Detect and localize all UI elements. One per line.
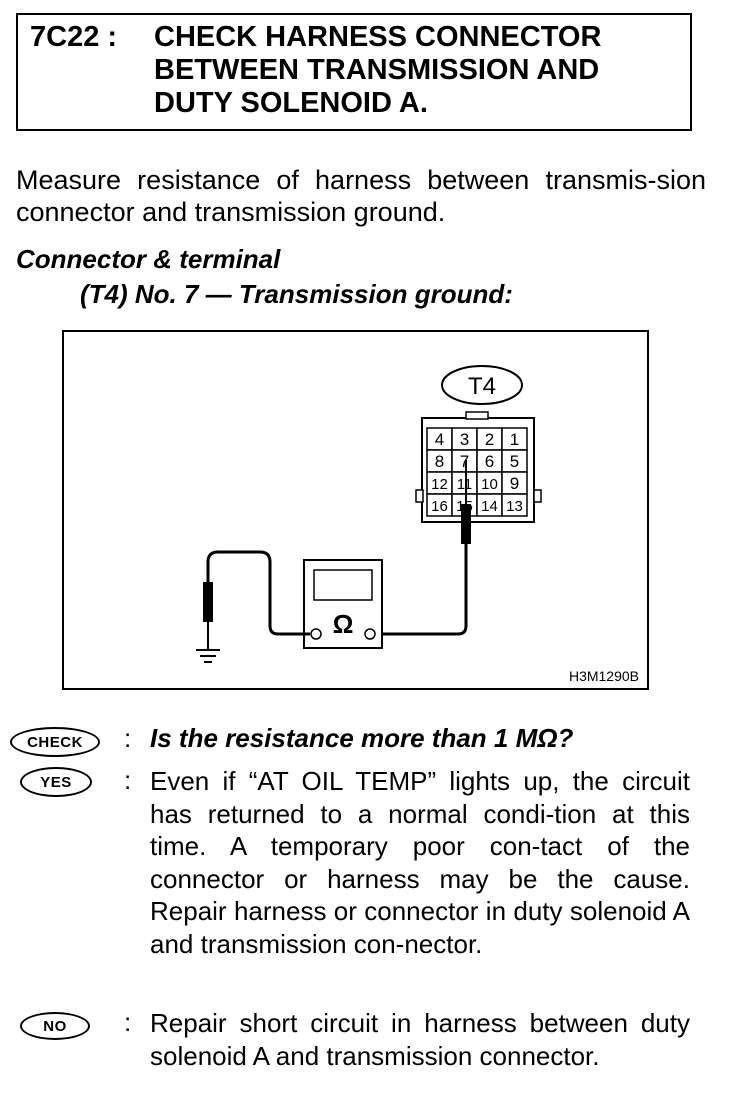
connector-side-tab-left [415,489,424,503]
yes-answer: Even if “AT OIL TEMP” lights up, the cir… [150,766,690,959]
probe-handle-left [203,582,213,622]
meter-terminal-left [310,628,322,640]
ohm-symbol: Ω [333,609,354,639]
terminal-number: 11 [457,476,473,493]
check-badge: CHECK [10,727,100,757]
check-colon: : [124,723,132,753]
probe-handle-right [461,504,471,544]
terminal-number: 13 [506,498,523,515]
terminal-number: 10 [481,476,498,493]
terminal-number: 5 [510,452,519,471]
terminal-number: 14 [481,498,498,515]
terminal-number: 16 [431,498,448,515]
terminal-number: 12 [431,476,448,493]
step-title: CHECK HARNESS CONNECTOR BETWEEN TRANSMIS… [154,21,601,120]
terminal-number: 9 [510,474,519,493]
terminal-grid: 43218765121110916151413 [426,427,528,517]
step-title-line: DUTY SOLENOID A. [154,87,428,119]
yes-badge: YES [20,767,92,797]
step-title-line: BETWEEN TRANSMISSION AND [154,54,600,86]
connector-heading: Connector & terminal [16,244,281,274]
figure-id: H3M1290B [568,668,639,684]
terminal-number: 3 [460,430,469,449]
terminal-number: 2 [485,430,494,449]
lead-wire-left [206,550,310,636]
terminal-number: 7 [460,452,469,471]
diagram-svg: T4 43218765121110916151413 Ω [196,365,542,663]
measurement-diagram: T4 43218765121110916151413 Ω H3M1290B [62,330,649,690]
terminal-number: 6 [485,452,494,471]
no-badge: NO [20,1012,90,1040]
connector-spec: (T4) No. 7 — Transmission ground: [80,279,513,309]
ohmmeter-display [313,569,373,601]
step-header-box: 7C22 : CHECK HARNESS CONNECTOR BETWEEN T… [16,13,692,131]
meter-terminal-right [364,628,376,640]
connector-label: T4 [468,373,496,400]
yes-colon: : [124,765,132,795]
intro-paragraph: Measure resistance of harness between tr… [16,165,706,227]
no-answer: Repair short circuit in harness between … [150,1008,690,1071]
terminal-number: 4 [435,430,444,449]
terminal-cell [501,493,528,517]
step-code: 7C22 : [30,21,118,53]
connector-latch [465,411,489,420]
terminal-number: 1 [510,430,519,449]
check-question: Is the resistance more than 1 MΩ? [150,723,574,753]
connector-label-ellipse [441,365,523,405]
lead-wire-right [376,544,468,636]
connector-side-tab-right [533,489,542,503]
no-colon: : [124,1007,132,1037]
step-title-line: CHECK HARNESS CONNECTOR [154,21,602,53]
terminal-number: 8 [435,452,444,471]
